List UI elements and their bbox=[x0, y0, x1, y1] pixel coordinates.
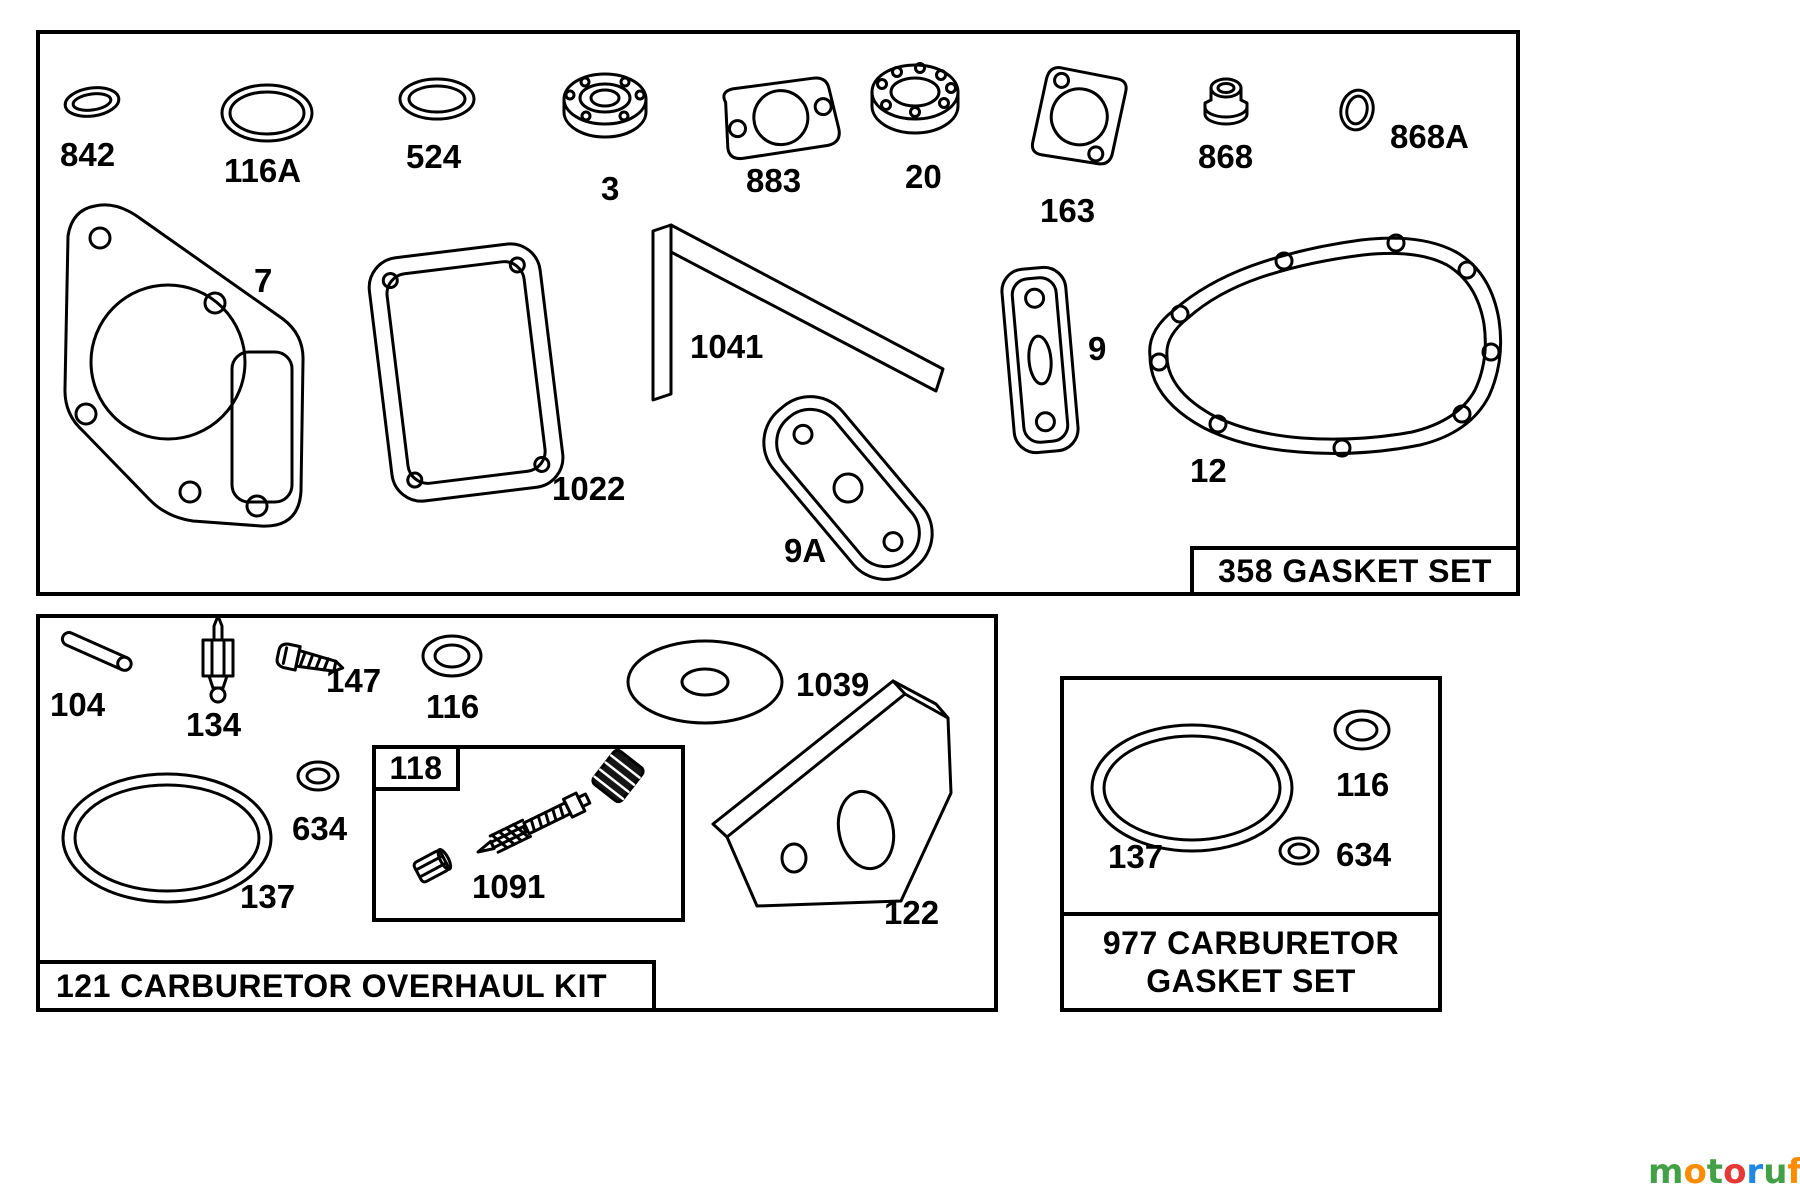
gasket-set-title-box: 358 GASKET SET bbox=[1190, 546, 1516, 592]
part-116-gasket-set-drawing bbox=[1333, 709, 1391, 751]
watermark-letter: u bbox=[1763, 1152, 1788, 1192]
part-label-868A: 868A bbox=[1390, 118, 1469, 155]
part-524-drawing bbox=[398, 77, 476, 121]
watermark-letter: o bbox=[1723, 1152, 1747, 1192]
part-104-drawing bbox=[60, 631, 133, 672]
part-label-116-kit: 116 bbox=[426, 688, 480, 725]
part-label-116-gasket-set: 116 bbox=[1336, 766, 1390, 803]
part-122-drawing bbox=[711, 679, 953, 908]
part-9A-drawing bbox=[762, 395, 934, 581]
part-label-842: 842 bbox=[60, 136, 116, 173]
part-label-116A: 116A bbox=[224, 152, 302, 189]
part-20-drawing bbox=[870, 62, 960, 135]
part-137-gasket-set-drawing bbox=[1090, 723, 1294, 853]
inner-118-label: 118 bbox=[389, 749, 443, 786]
part-1039-drawing bbox=[626, 639, 784, 725]
part-label-9: 9 bbox=[1088, 330, 1107, 367]
part-label-104: 104 bbox=[50, 686, 106, 723]
part-7-drawing bbox=[63, 203, 305, 528]
part-label-7: 7 bbox=[254, 262, 273, 299]
watermark-letter: f bbox=[1787, 1152, 1800, 1192]
part-label-1041: 1041 bbox=[690, 328, 764, 365]
carb-gasket-set-title-line1: 977 CARBURETOR bbox=[1102, 924, 1400, 961]
part-3-drawing bbox=[562, 72, 648, 139]
part-1022-drawing bbox=[367, 242, 565, 503]
watermark-letter: m bbox=[1648, 1152, 1684, 1192]
part-label-163: 163 bbox=[1040, 192, 1096, 229]
part-868A-drawing bbox=[1339, 88, 1375, 132]
part-label-524: 524 bbox=[406, 138, 462, 175]
part-label-20: 20 bbox=[905, 158, 942, 195]
carb-gasket-set-title-line2: GASKET SET bbox=[1146, 963, 1356, 999]
part-label-1039: 1039 bbox=[796, 666, 870, 703]
inner-118-label-box: 118 bbox=[376, 749, 460, 791]
carb-gasket-set-box bbox=[1060, 676, 1442, 1012]
inner-118-box bbox=[372, 745, 685, 922]
part-163-drawing bbox=[1030, 66, 1128, 166]
watermark-letter: t bbox=[1706, 1152, 1724, 1192]
gasket-set-title: 358 GASKET SET bbox=[1218, 552, 1492, 589]
part-634-kit-drawing bbox=[296, 760, 340, 792]
carb-gasket-set-title-box: 977 CARBURETOR GASKET SET bbox=[1064, 912, 1438, 1008]
watermark-letter: o bbox=[1683, 1152, 1707, 1192]
part-137-kit-drawing bbox=[61, 772, 273, 904]
part-label-634-gasket-set: 634 bbox=[1336, 836, 1392, 873]
gasket-set-box bbox=[36, 30, 1520, 596]
part-label-147: 147 bbox=[326, 662, 382, 699]
part-1091-drawing bbox=[412, 748, 645, 884]
overhaul-kit-box bbox=[36, 614, 998, 1012]
part-147-drawing bbox=[275, 642, 345, 673]
part-label-3: 3 bbox=[601, 170, 620, 207]
part-label-134: 134 bbox=[186, 706, 242, 743]
part-label-1022: 1022 bbox=[552, 470, 626, 507]
watermark-letter: r bbox=[1746, 1152, 1764, 1192]
overhaul-kit-title-box: 121 CARBURETOR OVERHAUL KIT bbox=[40, 960, 656, 1008]
part-label-868: 868 bbox=[1198, 138, 1254, 175]
overhaul-kit-title: 121 CARBURETOR OVERHAUL KIT bbox=[56, 967, 608, 1004]
part-label-137-gasket-set: 137 bbox=[1108, 838, 1164, 875]
part-634-gasket-set-drawing bbox=[1278, 836, 1320, 866]
part-label-883: 883 bbox=[746, 162, 802, 199]
part-842-drawing bbox=[63, 86, 121, 118]
part-label-1091: 1091 bbox=[472, 868, 546, 905]
part-label-137-kit: 137 bbox=[240, 878, 296, 915]
part-116A-drawing bbox=[220, 83, 314, 143]
part-label-122: 122 bbox=[884, 894, 940, 931]
part-1041-drawing bbox=[651, 223, 945, 402]
watermark-motoruf: motoruf.de bbox=[1648, 1152, 1800, 1192]
part-883-drawing bbox=[722, 76, 841, 161]
part-116-kit-drawing bbox=[421, 634, 483, 678]
part-9-drawing bbox=[1000, 265, 1080, 455]
part-134-drawing bbox=[201, 614, 235, 704]
part-12-drawing bbox=[1148, 233, 1503, 458]
part-label-634-kit: 634 bbox=[292, 810, 348, 847]
part-label-12: 12 bbox=[1190, 452, 1227, 489]
part-868-drawing bbox=[1203, 77, 1249, 126]
part-label-9A: 9A bbox=[784, 532, 827, 569]
